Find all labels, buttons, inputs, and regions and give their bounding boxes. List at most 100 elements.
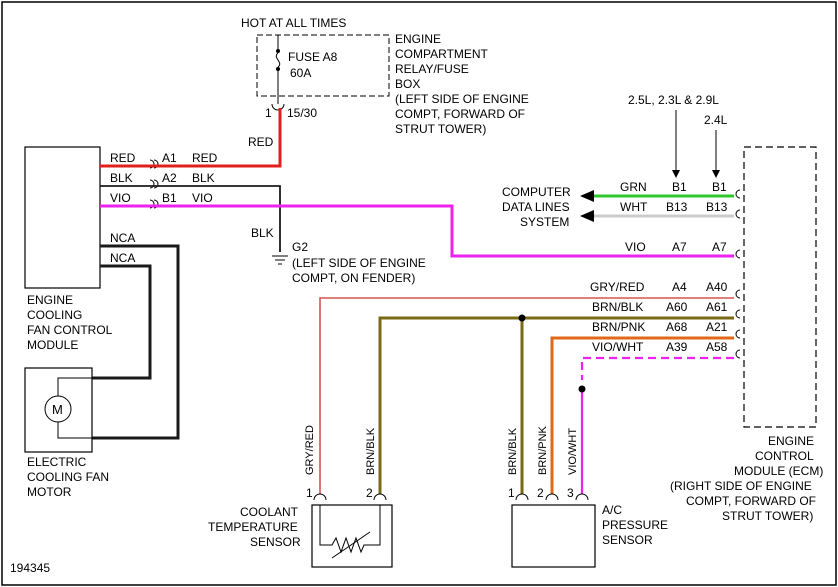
wire-vio-wht-dashed: [580, 356, 734, 380]
ac-wire-3-label: VIO/WHT: [567, 428, 579, 475]
ac-pin-1: 1: [508, 486, 515, 500]
ecm-line-5: COMPT, FORWARD OF: [686, 494, 816, 508]
wire-blk-ground: [100, 185, 281, 252]
ground-location-line-2: COMPT, ON FENDER): [292, 271, 415, 285]
coolant-wire-1-label: GRY/RED: [304, 425, 316, 475]
fuse-connector-symbol: [271, 103, 285, 111]
fan-module-box: [24, 146, 101, 289]
inline-connector-icons: [149, 159, 159, 209]
ecm-line-2: CONTROL: [755, 449, 814, 463]
fuse-icon: [275, 35, 281, 96]
motor-line-3: MOTOR: [27, 485, 72, 499]
fuse-box-line-1: ENGINE: [395, 32, 441, 46]
fuse-box-outline: [256, 34, 390, 97]
ecm-line-3: MODULE (ECM): [734, 464, 823, 478]
data-lines-line-2: DATA LINES: [502, 200, 570, 214]
ecm-row-wht-pin-b: B13: [706, 200, 728, 214]
wire-gry-red: [319, 297, 734, 494]
coolant-pin-1: 1: [306, 486, 313, 500]
fuse-box-line-5: (LEFT SIDE OF ENGINE: [395, 92, 529, 106]
ecm-row-gryred-pin-a: A4: [672, 280, 687, 294]
fan-module-line-1: ENGINE: [27, 293, 73, 307]
nca-label-2: NCA: [110, 251, 135, 265]
hot-at-all-times-label: HOT AT ALL TIMES: [241, 16, 346, 30]
ac-line-2: PRESSURE: [602, 518, 668, 532]
ecm-row-brnblk-pin-a: A60: [666, 300, 688, 314]
fan-wire-vio-left-label: VIO: [110, 191, 131, 205]
coolant-temperature-sensor: 1 2 COOLANT TEMPERATURE SENSOR: [208, 486, 393, 568]
coolant-pin-2-icon: [373, 493, 387, 501]
coolant-line-1: COOLANT: [240, 505, 299, 519]
motor-line-2: COOLING FAN: [27, 470, 109, 484]
motor-line-1: ELECTRIC: [27, 455, 87, 469]
coolant-sensor-box: [311, 504, 393, 568]
ecm-row-gryred-color: GRY/RED: [590, 280, 645, 294]
wire-brn-blk: [378, 316, 734, 494]
fuse-box-line-2: COMPARTMENT: [395, 47, 489, 61]
ac-line-1: A/C: [602, 503, 622, 517]
fan-wire-red-right-label: RED: [192, 151, 218, 165]
coolant-pin-2: 2: [366, 486, 373, 500]
arrow-wht-icon: [580, 210, 594, 222]
wire-vio-fan-ecm: [100, 204, 734, 258]
wire-red-feed: [100, 108, 282, 168]
ecm-row-viowht-pin-a: A39: [666, 340, 688, 354]
fan-module-line-4: MODULE: [27, 338, 78, 352]
coolant-wire-2-label: BRN/BLK: [365, 427, 377, 475]
motor-icon: [44, 395, 72, 423]
splice-dot-vio-wht: [578, 385, 586, 393]
fan-wire-red-left-label: RED: [110, 151, 136, 165]
ground-name: G2: [292, 240, 308, 254]
fuse-box-line-6: COMPT, FORWARD OF: [395, 107, 525, 121]
ecm-row-vio-pin-a: A7: [672, 240, 687, 254]
ecm-line-6: STRUT TOWER): [722, 509, 813, 523]
ecm-row-brnblk-color: BRN/BLK: [592, 300, 643, 314]
ground-wire-label: BLK: [251, 226, 274, 240]
fuse-rating: 60A: [290, 66, 311, 80]
splice-dot-brn-blk: [518, 314, 526, 322]
fan-wire-blk-left-label: BLK: [110, 171, 133, 185]
ac-wire-2-label: BRN/PNK: [537, 425, 549, 475]
ac-pin-1-icon: [515, 493, 529, 501]
ecm-row-brnpnk-pin-a: A68: [666, 320, 688, 334]
ground-location-line-1: (LEFT SIDE OF ENGINE: [292, 256, 426, 270]
fan-wire-a1-pin: A1: [162, 151, 177, 165]
fan-wire-blk-right-label: BLK: [192, 171, 215, 185]
ecm-row-brnpnk-pin-b: A21: [706, 320, 728, 334]
ecm-row-brnblk-pin-b: A61: [706, 300, 728, 314]
fan-module-line-3: FAN CONTROL: [27, 323, 113, 337]
ecm-row-grn-pin-b: B1: [712, 180, 727, 194]
ac-pin-2: 2: [537, 486, 544, 500]
coolant-pin-1-icon: [313, 493, 327, 501]
fuse-box-line-4: BOX: [395, 77, 420, 91]
fuse-box-line-7: STRUT TOWER): [395, 122, 486, 136]
ac-line-3: SENSOR: [602, 533, 653, 547]
ecm-line-1: ENGINE: [768, 434, 814, 448]
fan-module-line-2: COOLING: [27, 308, 82, 322]
data-lines-line-3: SYSTEM: [520, 215, 569, 229]
variant-label-a: 2.5L, 2.3L & 2.9L: [628, 93, 719, 107]
figure-id: 194345: [10, 561, 50, 575]
fuse-box-line-3: RELAY/FUSE: [395, 62, 469, 76]
wire-brn-pnk: [550, 336, 734, 494]
fuse-name: FUSE A8: [288, 50, 338, 64]
fan-wire-a2-pin: A2: [162, 171, 177, 185]
ecm-row-viowht-pin-b: A58: [706, 340, 728, 354]
feed-wire-label: RED: [248, 135, 274, 149]
ac-pin-3-icon: [575, 493, 589, 501]
ecm-row-viowht-color: VIO/WHT: [592, 340, 644, 354]
thermistor-arrow-icon: [331, 531, 371, 559]
ecm-pin-icons: [735, 189, 741, 359]
wire-motor-2: [92, 264, 152, 380]
motor-symbol: M: [52, 402, 63, 417]
nca-label-1: NCA: [110, 231, 135, 245]
ecm-row-vio-pin-b: A7: [712, 240, 727, 254]
variant-arrow-a-head-icon: [672, 170, 680, 178]
ac-wire-1-label: BRN/BLK: [507, 427, 519, 475]
fan-control-module: ENGINE COOLING FAN CONTROL MODULE: [24, 146, 113, 352]
ecm-row-gryred-pin-b: A40: [706, 280, 728, 294]
fan-wire-b1-pin: B1: [162, 191, 177, 205]
coolant-line-3: SENSOR: [250, 535, 301, 549]
